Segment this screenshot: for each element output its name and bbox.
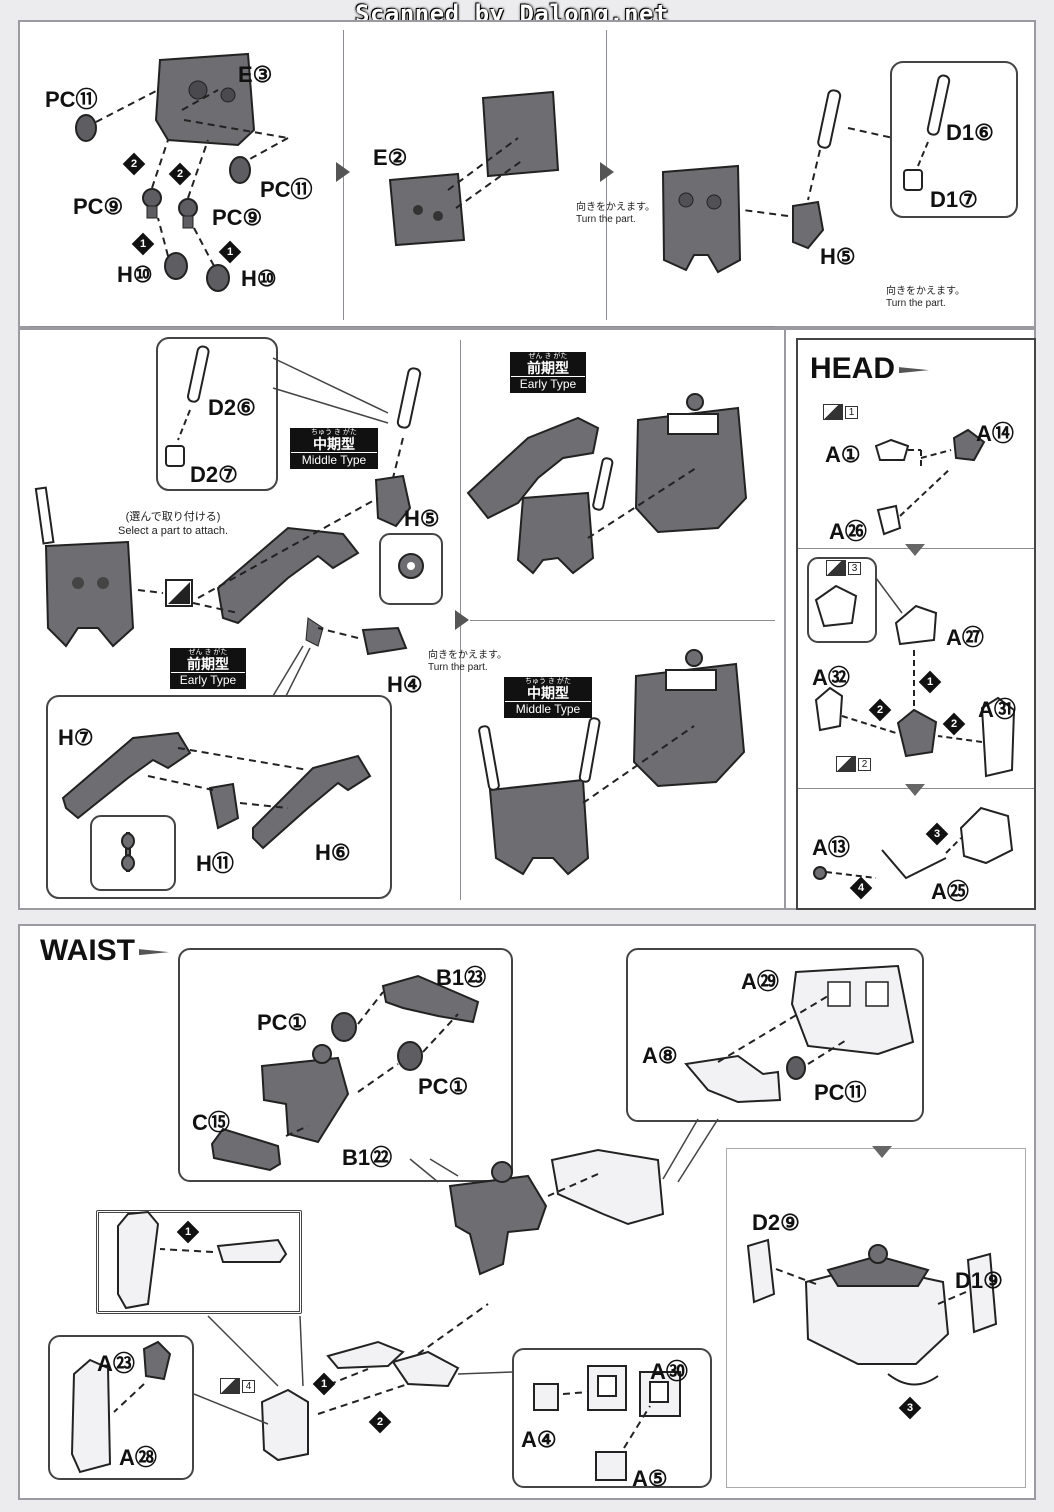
part-label: A④	[521, 1427, 557, 1452]
part-label: PC⑨	[212, 205, 263, 230]
turn-part-note: 向きをかえます。Turn the part.	[576, 202, 655, 225]
part-label: PC①	[257, 1010, 308, 1035]
flow-arrow-icon	[905, 784, 925, 796]
waist-parts-illustration	[70, 964, 998, 1481]
part-label: D1⑦	[930, 187, 978, 212]
part-label: B1㉒	[342, 1145, 393, 1170]
part-label: H⑦	[58, 725, 94, 750]
type-tag-early: ぜん き がた 前期型 Early Type	[170, 648, 246, 689]
part-label: A㉙	[741, 969, 779, 994]
select-part-note: (選んで取り付ける)Select a part to attach.	[118, 511, 229, 537]
part-label: H⑤	[820, 244, 856, 269]
part-label: E②	[373, 145, 408, 170]
part-label: A㉜	[812, 665, 850, 690]
part-label: PC①	[418, 1074, 469, 1099]
step-number: 1	[918, 670, 942, 694]
flow-arrow-icon	[872, 1146, 892, 1158]
part-label: H⑩	[241, 266, 277, 291]
part-label: PC⑨	[73, 194, 124, 219]
step-number: 2	[122, 152, 146, 176]
part-label: PC⑪	[45, 87, 98, 112]
part-label: A㉕	[931, 879, 969, 904]
step-number: 1	[312, 1372, 336, 1396]
step-number: 1	[131, 232, 155, 256]
sticker-marker: 2	[836, 756, 871, 772]
part-label: D2⑦	[190, 462, 238, 487]
part-label: A①	[825, 442, 861, 467]
part-label: H⑤	[404, 506, 440, 531]
part-label: A⑤	[632, 1466, 668, 1491]
part-label: A㉗	[946, 625, 984, 650]
type-tag-middle: ちゅう き がた 中期型 Middle Type	[504, 677, 592, 718]
part-label: A㉓	[97, 1351, 135, 1376]
turn-part-note: 向きをかえます。Turn the part.	[886, 286, 965, 309]
flow-arrow-icon	[455, 610, 469, 630]
part-label: A⑧	[642, 1043, 678, 1068]
part-label: D1⑨	[955, 1268, 1003, 1293]
flow-arrow-icon	[905, 544, 925, 556]
sticker-marker: 4	[220, 1378, 255, 1394]
step-number: 2	[168, 162, 192, 186]
part-label: PC⑪	[814, 1080, 867, 1105]
part-label: E③	[238, 62, 273, 87]
type-tag-early: ぜん き がた 前期型 Early Type	[510, 352, 586, 393]
step-number: 3	[898, 1396, 922, 1420]
part-label: PC⑪	[260, 177, 313, 202]
step-number: 2	[942, 712, 966, 736]
part-label: C⑮	[192, 1110, 230, 1135]
step-number: 2	[868, 698, 892, 722]
divider	[470, 620, 775, 621]
step-number: 2	[368, 1410, 392, 1434]
part-label: B1㉓	[436, 965, 487, 990]
flow-arrow-icon	[336, 162, 350, 182]
sticker-marker: 1	[823, 404, 858, 420]
section-title-waist: WAIST	[40, 934, 169, 968]
step-number: 1	[218, 240, 242, 264]
part-label: D2⑨	[752, 1210, 800, 1235]
part-label: A㉖	[829, 519, 867, 544]
hip-joint-callout	[178, 948, 513, 1182]
part-label: D2⑥	[208, 395, 256, 420]
part-label: A㉚	[650, 1359, 688, 1384]
arm-parts-illustration	[34, 337, 748, 899]
step-number: 4	[849, 876, 873, 900]
turn-part-note: 向きをかえます。Turn the part.	[428, 650, 507, 673]
part-label: A㉘	[119, 1445, 157, 1470]
section-title-head: HEAD	[810, 352, 929, 386]
head-parts-illustration	[807, 428, 1016, 880]
type-tag-middle: ちゅう き がた 中期型 Middle Type	[290, 428, 378, 469]
part-label: H⑩	[117, 262, 153, 287]
step-number: 1	[176, 1220, 200, 1244]
part-label: A⑬	[812, 835, 850, 860]
flow-arrow-icon	[600, 162, 614, 182]
part-label: A㉛	[978, 697, 1016, 722]
part-label: D1⑥	[946, 120, 994, 145]
part-label: A⑭	[976, 421, 1014, 446]
part-label: H⑥	[315, 840, 351, 865]
part-label: H④	[387, 672, 423, 697]
torso-parts-illustration	[75, 52, 1018, 292]
part-label: H⑪	[196, 851, 234, 876]
step-number: 3	[925, 822, 949, 846]
sticker-marker: 3	[826, 560, 861, 576]
divider	[30, 326, 775, 327]
